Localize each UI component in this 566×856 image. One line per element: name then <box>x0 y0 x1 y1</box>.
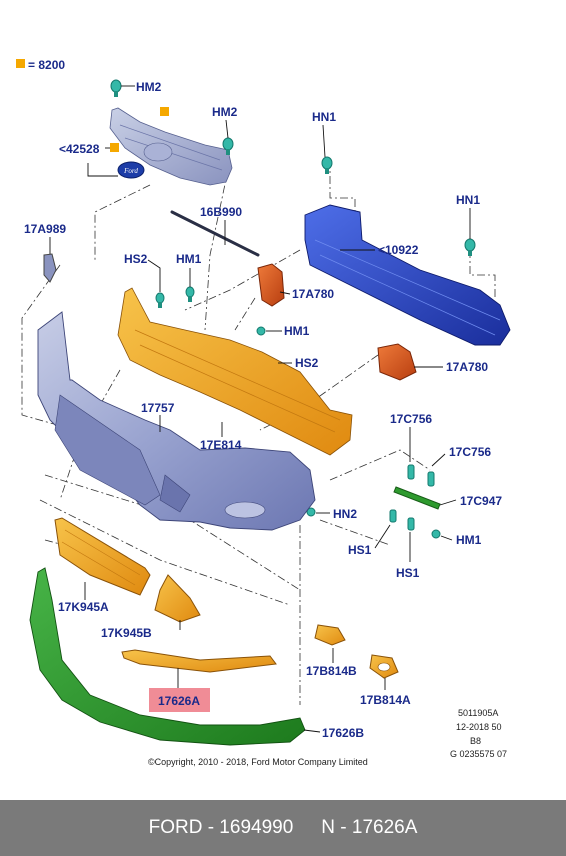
swatch-grille <box>160 107 169 116</box>
swatch-badge <box>110 143 119 152</box>
clip-hs1-b <box>407 517 415 531</box>
fog-surround-17b814a <box>369 654 399 679</box>
label-17626b: 17626B <box>322 726 364 740</box>
label-hs2-a: HS2 <box>124 252 148 266</box>
part-labels: HM2 HM2 <42528 HN1 HN1 16B990 17A989 <10… <box>24 80 502 740</box>
label-17k945b: 17K945B <box>101 626 152 640</box>
bumper-cover <box>37 311 316 531</box>
trim-strip-17626a <box>121 649 277 673</box>
label-hs2-b: HS2 <box>295 356 319 370</box>
label-17a989: 17A989 <box>24 222 66 236</box>
label-hn2: HN2 <box>333 507 357 521</box>
footer-brand-part: FORD - 1694990 <box>148 817 294 838</box>
label-17c947: 17C947 <box>460 494 502 508</box>
clip-17c756-b <box>427 471 435 487</box>
label-17e814: 17E814 <box>200 438 242 452</box>
label-17757: 17757 <box>141 401 175 415</box>
label-17b814a: 17B814A <box>360 693 411 707</box>
label-hm1-c: HM1 <box>456 533 482 547</box>
clip-hm1-a <box>185 286 195 302</box>
clip-hn1-a <box>321 156 333 174</box>
clip-hs2-a <box>155 292 165 308</box>
info-line1: 5011905A <box>458 708 498 718</box>
clip-hn1-b <box>464 238 476 256</box>
label-17b814b: 17B814B <box>306 664 357 678</box>
label-17626a: 17626A <box>158 694 200 708</box>
label-17k945a: 17K945A <box>58 600 109 614</box>
label-42528: <42528 <box>59 142 100 156</box>
label-16b990: 16B990 <box>200 205 242 219</box>
label-17c756-a: 17C756 <box>390 412 432 426</box>
label-hm2-a: HM2 <box>136 80 162 94</box>
info-line4: G 0235575 07 <box>450 749 507 759</box>
drawing-info: 5011905A 12-2018 50 B8 G 0235575 07 <box>450 708 507 759</box>
leader-lines <box>49 85 471 733</box>
label-hn1-a: HN1 <box>312 110 336 124</box>
parts-diagram: = 8200 Ford <box>16 58 511 767</box>
label-hm1-a: HM1 <box>176 252 202 266</box>
clip-hm1-c <box>431 529 441 539</box>
upper-grille <box>109 107 233 186</box>
highlight-17626a <box>149 688 210 712</box>
label-hn1-b: HN1 <box>456 193 480 207</box>
side-bracket <box>43 253 57 283</box>
spoiler-17626b <box>29 567 306 746</box>
badge-text: Ford <box>123 167 138 175</box>
clip-17c756-a <box>407 464 415 480</box>
bracket-17a780-a <box>257 263 285 307</box>
label-hm1-b: HM1 <box>284 324 310 338</box>
label-hm2-b: HM2 <box>212 105 238 119</box>
label-17c756-b: 17C756 <box>449 445 491 459</box>
legend-swatch <box>16 59 25 68</box>
clip-hn2 <box>306 507 316 517</box>
bracket-17c947 <box>393 486 441 510</box>
legend-value: = 8200 <box>28 58 65 72</box>
seal-strip <box>170 210 260 257</box>
clip-hm2-a <box>110 79 122 97</box>
fog-surround-17b814b <box>314 624 346 646</box>
label-17a780-a: 17A780 <box>292 287 334 301</box>
energy-absorber <box>117 287 353 456</box>
lower-grille-17k945a <box>54 517 151 596</box>
label-17a780-b: 17A780 <box>446 360 488 374</box>
label-hs1-a: HS1 <box>348 543 372 557</box>
reinforcement-beam <box>304 204 511 346</box>
clip-hs1-a <box>389 509 397 523</box>
copyright: ©Copyright, 2010 - 2018, Ford Motor Comp… <box>148 757 368 767</box>
bracket-17a780-b <box>377 343 417 381</box>
ford-oval-badge: Ford <box>117 161 145 179</box>
label-hs1-b: HS1 <box>396 566 420 580</box>
clip-hm1-b <box>256 326 266 336</box>
info-line2: 12-2018 50 <box>456 722 502 732</box>
footer-reference: N - 17626A <box>321 817 418 838</box>
lower-grille-17k945b <box>154 574 201 623</box>
footer-bar: FORD - 1694990 N - 17626A <box>0 800 566 856</box>
info-line3: B8 <box>470 736 481 746</box>
label-10922: <10922 <box>378 243 419 257</box>
